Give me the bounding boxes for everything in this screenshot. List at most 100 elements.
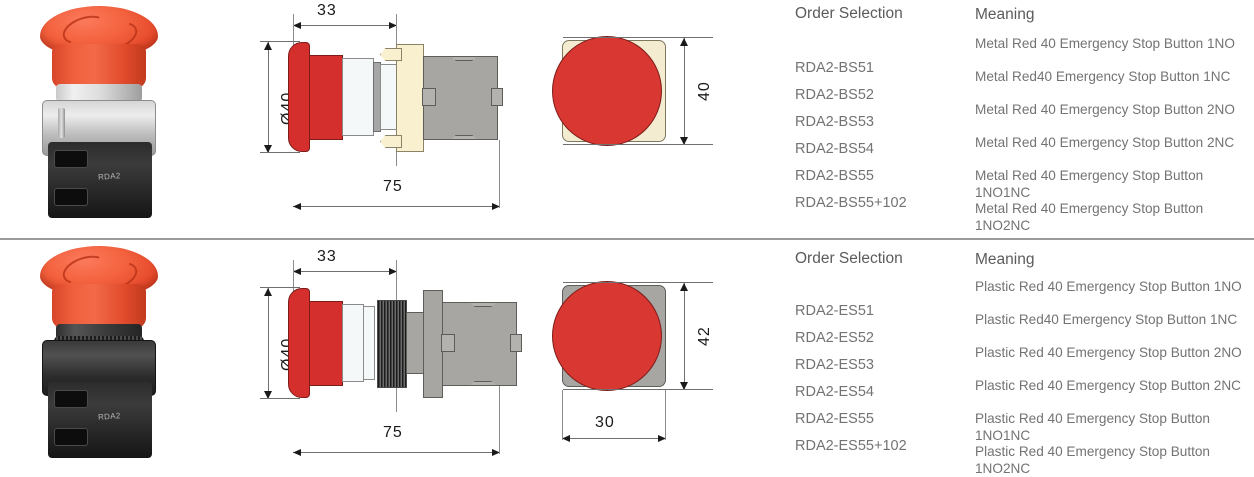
dimension-line-75 <box>293 452 500 453</box>
technical-drawing-plastic: 33 Ø40 75 <box>255 240 780 477</box>
button-body-profile <box>309 301 343 386</box>
terminal-slot <box>54 390 88 408</box>
arrow-head-left <box>293 268 301 275</box>
collar-step <box>363 306 375 380</box>
product-row-plastic: RDA2 33 Ø40 <box>0 240 1254 477</box>
mushroom-cap-profile <box>288 42 310 152</box>
order-meaning: Metal Red 40 Emergency Stop Button 1NO1N… <box>975 168 1204 200</box>
dimension-front-40: 40 <box>696 81 713 101</box>
mounting-bezel <box>396 44 424 152</box>
dimension-33: 33 <box>317 2 337 19</box>
contact-block-label: RDA2 <box>97 411 121 422</box>
column-header-order: Order Selection <box>795 250 903 267</box>
terminal-screw-right <box>510 334 522 352</box>
contact-block-label: RDA2 <box>97 171 121 182</box>
column-header-order: Order Selection <box>795 5 903 22</box>
column-header-meaning: Meaning <box>975 251 1035 268</box>
column-header-meaning: Meaning <box>975 6 1035 23</box>
mounting-screw <box>58 108 65 138</box>
extension-line <box>563 144 713 145</box>
order-table-plastic: Order Selection Meaning RDA2-ES51 RDA2-E… <box>780 240 1254 477</box>
head-skirt <box>52 284 146 328</box>
dimension-line-33 <box>293 25 397 26</box>
dimension-line-75 <box>293 206 500 207</box>
head-skirt <box>52 44 146 88</box>
arrow-head-down <box>264 391 272 399</box>
terminal-screw-left <box>422 88 436 106</box>
product-photo-plastic: RDA2 <box>0 240 255 477</box>
dimension-line-33 <box>293 271 397 272</box>
order-meaning: Metal Red 40 Emergency Stop Button 2NO <box>975 102 1235 117</box>
order-code: RDA2-BS55+102 <box>795 195 907 211</box>
order-meaning: Metal Red40 Emergency Stop Button 1NC <box>975 69 1231 84</box>
arrow-head-down <box>264 145 272 153</box>
dimension-75: 75 <box>383 424 403 441</box>
order-code: RDA2-BS53 <box>795 114 874 130</box>
dimension-line-front-vertical <box>684 38 685 144</box>
latch-tab-top <box>380 48 402 61</box>
order-meaning: Plastic Red 40 Emergency Stop Button 1NO <box>975 279 1242 294</box>
order-meaning: Plastic Red 40 Emergency Stop Button 2NC <box>975 378 1241 393</box>
order-meaning: Plastic Red 40 Emergency Stop Button 1NO… <box>975 411 1210 443</box>
order-code: RDA2-ES54 <box>795 384 874 400</box>
terminal-screw-right <box>491 88 503 106</box>
terminal-slot <box>54 428 88 446</box>
order-code: RDA2-BS51 <box>795 60 874 76</box>
arrow-head-up <box>264 42 272 50</box>
extension-line <box>260 398 300 399</box>
extension-line <box>499 386 500 454</box>
extension-line <box>563 282 713 283</box>
thread-barrel <box>380 64 397 130</box>
latch-tab-bottom <box>380 135 402 148</box>
order-code: RDA2-ES51 <box>795 303 874 319</box>
arrow-head-left <box>562 435 570 442</box>
terminal-slot <box>54 150 88 168</box>
arrow-head-up <box>264 288 272 296</box>
arrow-head-right <box>492 449 500 456</box>
order-code: RDA2-ES55+102 <box>795 438 907 454</box>
dimension-front-42: 42 <box>696 326 713 346</box>
mounting-flange <box>423 290 443 398</box>
extension-line <box>562 390 563 440</box>
arrow-head-down <box>680 382 688 390</box>
order-meaning: Plastic Red 40 Emergency Stop Button 1NO… <box>975 444 1210 476</box>
dimension-33: 33 <box>317 248 337 265</box>
extension-line <box>499 140 500 208</box>
order-code: RDA2-BS52 <box>795 87 874 103</box>
terminal-screw-left <box>441 334 455 352</box>
extension-line <box>563 37 713 38</box>
contact-block: RDA2 <box>48 382 152 458</box>
order-code: RDA2-ES53 <box>795 357 874 373</box>
order-meaning: Metal Red 40 Emergency Stop Button 2NC <box>975 135 1235 150</box>
technical-drawing-metal: 33 Ø40 <box>255 0 780 238</box>
front-view-button-circle <box>552 281 662 391</box>
dimension-line-diameter <box>268 288 269 398</box>
extension-line <box>260 152 300 153</box>
arrow-head-left <box>293 203 301 210</box>
dimension-line-diameter <box>268 42 269 152</box>
front-view-button-circle <box>552 36 662 146</box>
metal-bezel-ring <box>56 84 142 102</box>
knurled-nut-profile <box>377 300 407 388</box>
arrow-head-right <box>389 268 397 275</box>
extension-line <box>260 287 300 288</box>
extension-line <box>563 389 713 390</box>
dimension-line-front-vertical <box>684 283 685 389</box>
order-code: RDA2-ES52 <box>795 330 874 346</box>
extension-line <box>665 390 666 440</box>
arrow-head-up <box>680 38 688 46</box>
product-row-metal: RDA2 33 Ø40 <box>0 0 1254 238</box>
arrow-head-left <box>293 449 301 456</box>
dimension-line-front-horizontal <box>562 438 666 439</box>
extension-line <box>260 41 300 42</box>
contact-block: RDA2 <box>48 142 152 218</box>
section-divider <box>0 238 1254 240</box>
dimension-front-30: 30 <box>595 414 615 431</box>
order-code: RDA2-ES55 <box>795 411 874 427</box>
collar-profile <box>342 58 374 136</box>
order-code: RDA2-BS54 <box>795 141 874 157</box>
arrow-head-right <box>492 203 500 210</box>
arrow-head-right <box>389 22 397 29</box>
order-code: RDA2-BS55 <box>795 168 874 184</box>
